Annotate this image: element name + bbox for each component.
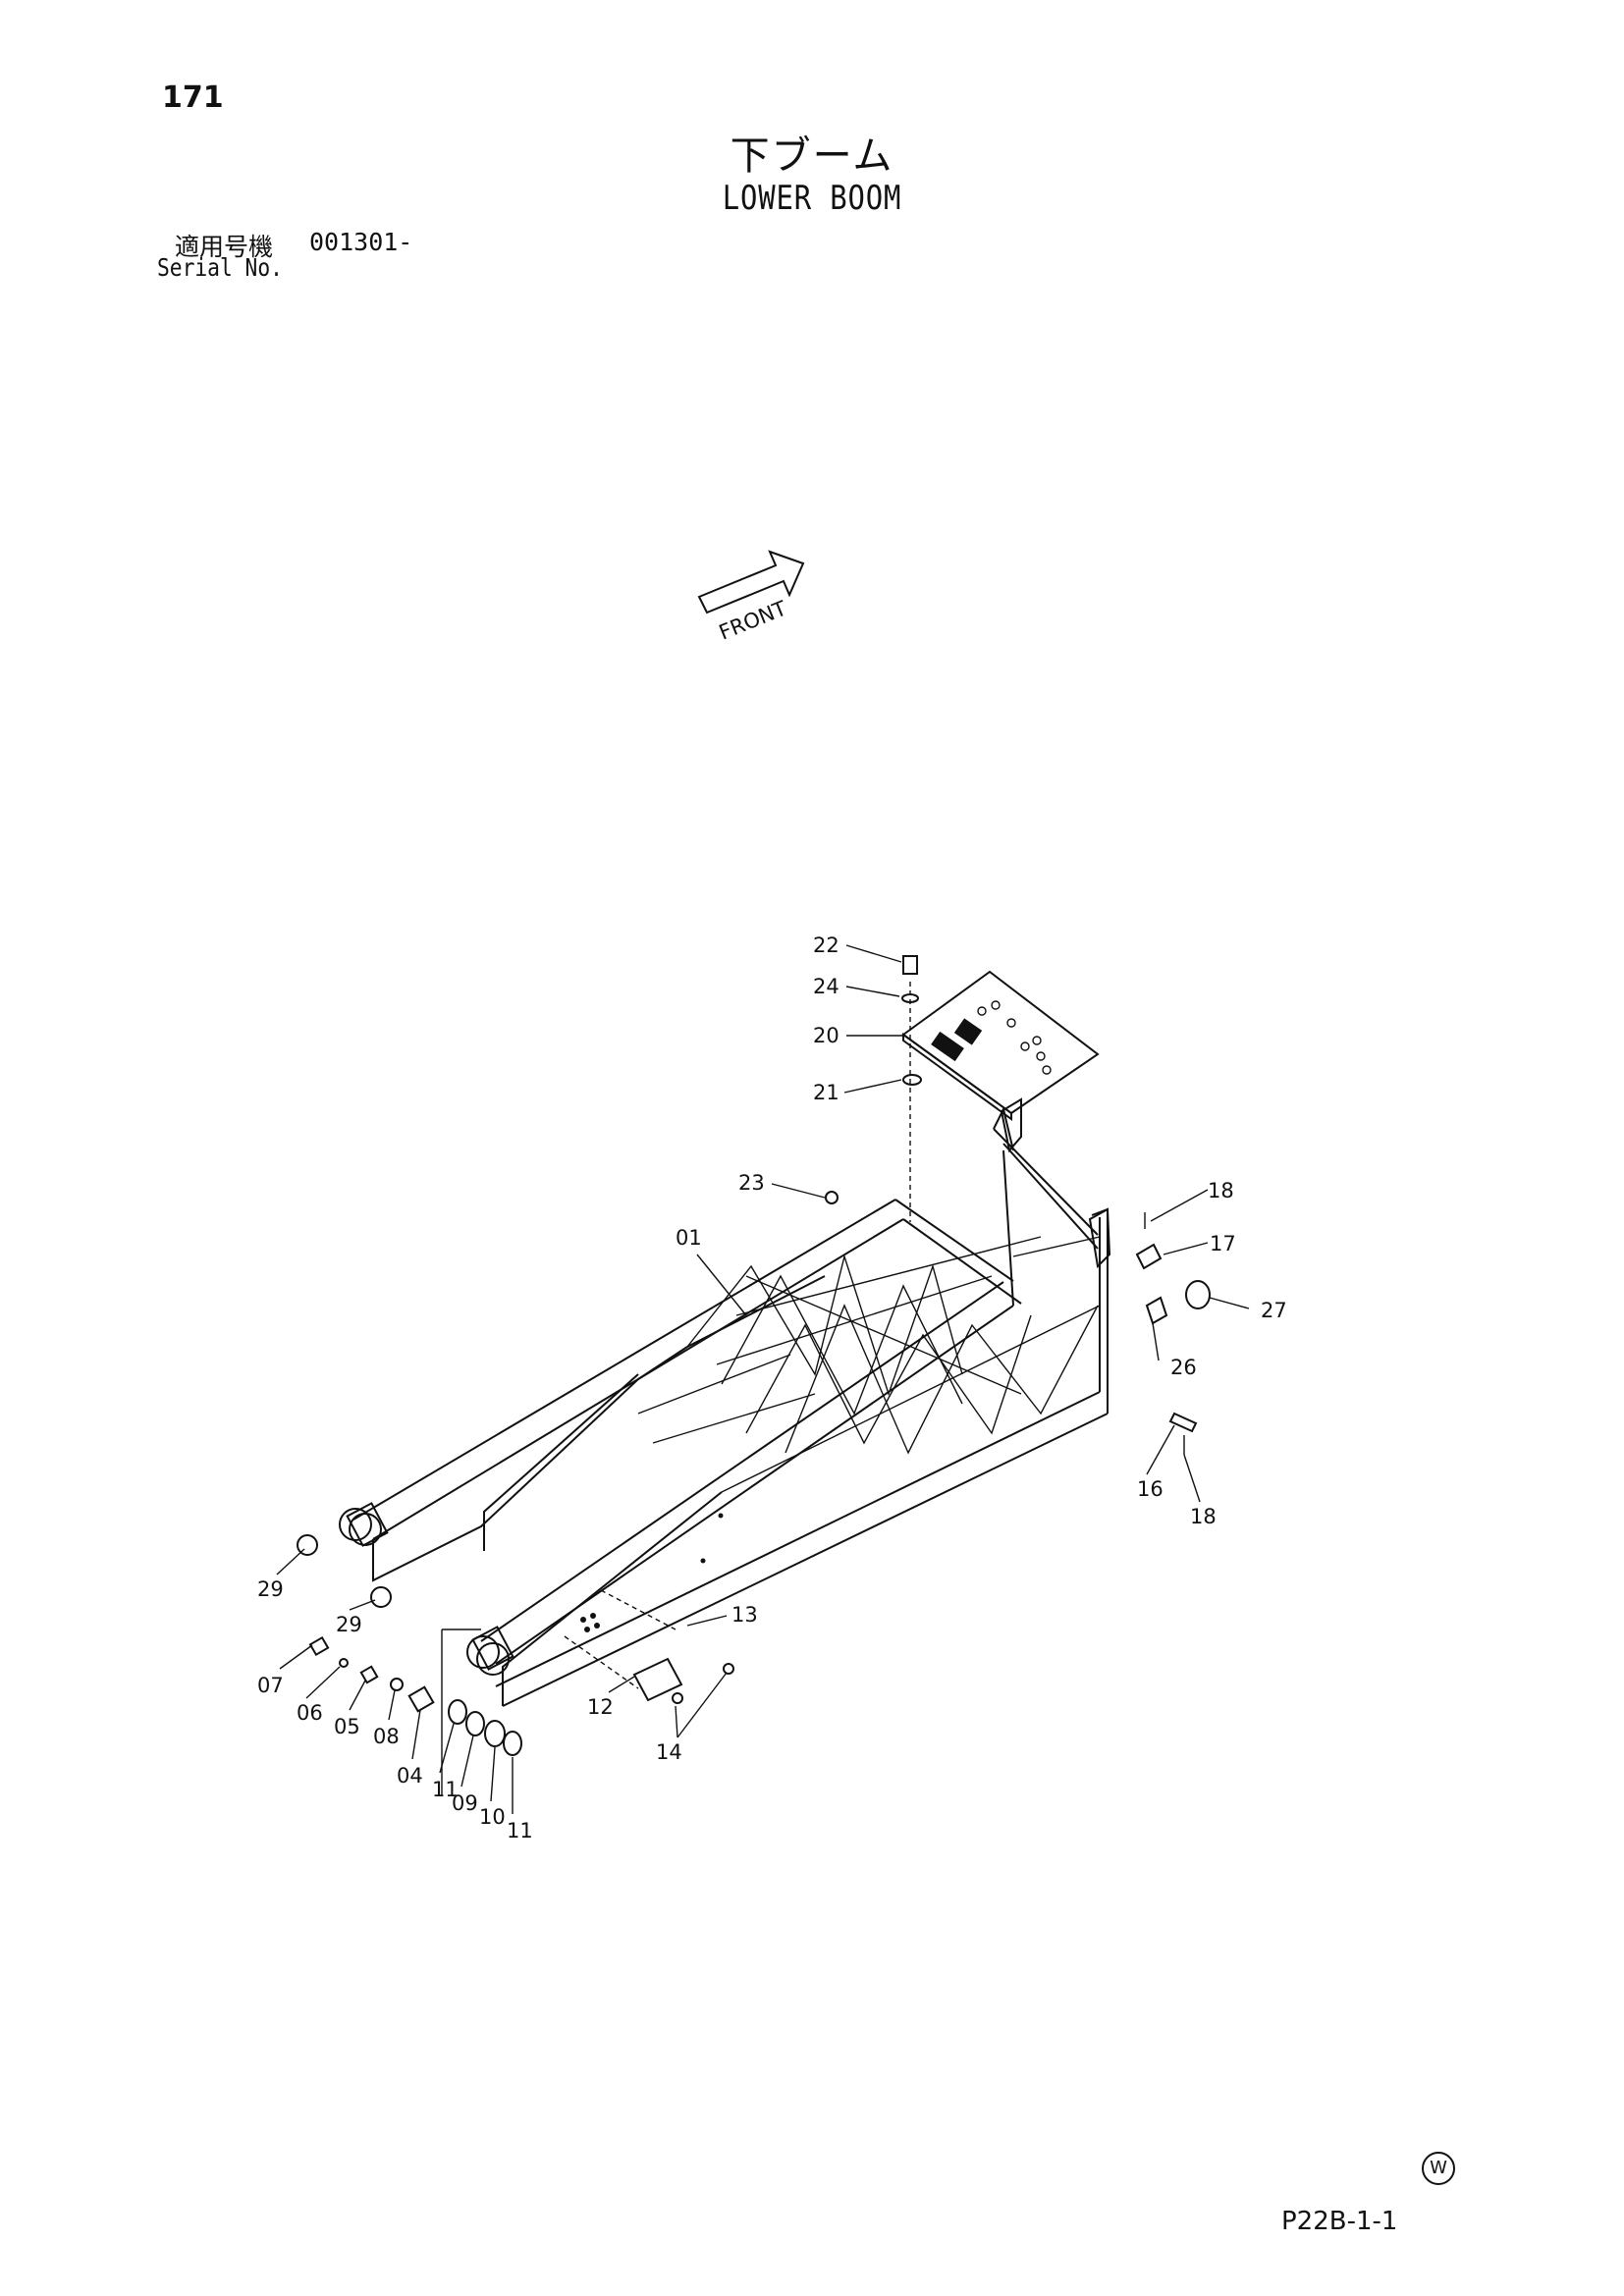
callout-12: 12 <box>587 1695 614 1719</box>
callout-29-left: 29 <box>257 1577 284 1601</box>
serial-label-japanese: 適用号機 <box>175 233 274 261</box>
callout-11-lower: 11 <box>507 1819 533 1842</box>
callout-22: 22 <box>813 934 839 957</box>
callout-06: 06 <box>297 1701 323 1725</box>
page-number: 171 <box>162 80 224 115</box>
title-english: LOWER BOOM <box>722 179 902 218</box>
platform-plate <box>901 970 1100 1121</box>
lower-boom-frame <box>339 1097 1111 1707</box>
callout-26: 26 <box>1170 1356 1197 1379</box>
callout-13: 13 <box>731 1603 758 1627</box>
callout-24: 24 <box>813 975 839 998</box>
callout-18: 18 <box>1208 1179 1234 1202</box>
callout-21: 21 <box>813 1081 839 1104</box>
callout-20: 20 <box>813 1024 839 1047</box>
serial-label-english: Serial No. <box>157 253 283 282</box>
callout-05: 05 <box>334 1715 360 1738</box>
callout-04: 04 <box>397 1764 423 1788</box>
leader-lines <box>276 944 1250 1814</box>
callout-29-right: 29 <box>336 1613 362 1636</box>
small-parts <box>297 955 1211 1796</box>
callout-23: 23 <box>738 1171 765 1195</box>
callout-07: 07 <box>257 1674 284 1697</box>
callout-01: 01 <box>676 1226 702 1250</box>
callout-09: 09 <box>452 1791 478 1815</box>
callout-27: 27 <box>1261 1299 1287 1322</box>
watermark-w-icon: W <box>1422 2152 1455 2185</box>
drawing-code: P22B-1-1 <box>1281 2207 1398 2236</box>
callout-14: 14 <box>656 1740 682 1764</box>
front-arrow-icon: FRONT <box>697 550 805 645</box>
serial-number-value: 001301- <box>309 228 413 256</box>
callout-10: 10 <box>479 1805 506 1829</box>
callout-11-upper: 11 <box>432 1778 459 1801</box>
callout-16: 16 <box>1137 1477 1164 1501</box>
callout-labels: 22 24 20 21 23 01 18 17 27 26 16 18 29 2… <box>257 934 1287 1842</box>
callout-17: 17 <box>1210 1232 1236 1255</box>
callout-18-lower: 18 <box>1190 1505 1217 1528</box>
callout-08: 08 <box>373 1725 400 1748</box>
title-japanese: 下ブーム <box>730 133 894 179</box>
